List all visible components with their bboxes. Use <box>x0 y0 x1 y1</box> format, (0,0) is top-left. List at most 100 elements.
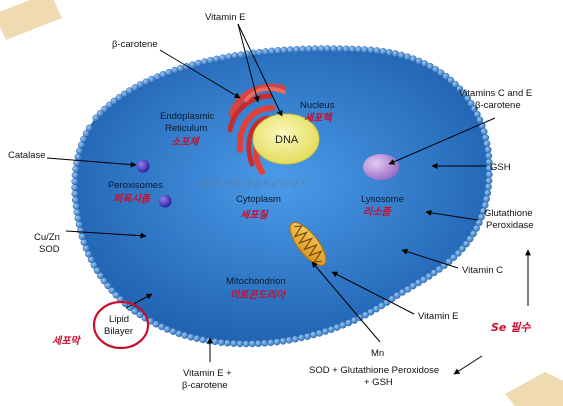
membrane-bead <box>330 45 338 53</box>
membrane-bead <box>397 51 405 59</box>
dna-label: DNA <box>275 134 299 146</box>
membrane-bead <box>90 261 98 269</box>
membrane-bead <box>78 232 86 240</box>
membrane-bead <box>72 202 80 210</box>
peroxisomes-label: Peroxisomes <box>108 180 163 191</box>
membrane-bead <box>348 45 356 53</box>
membrane-bead <box>464 94 472 102</box>
membrane-bead <box>236 340 244 348</box>
membrane-bead <box>317 45 325 53</box>
membrane-bead <box>205 337 213 345</box>
catalase-label: Catalase <box>8 150 46 161</box>
membrane-bead <box>71 171 79 179</box>
nucleus-korean-label: 세포핵 <box>304 112 333 124</box>
membrane-bead <box>432 65 440 73</box>
membrane-bead <box>385 49 393 57</box>
membrane-bead <box>115 94 123 102</box>
mitochondrion-korean-label: 미토콘드리아 <box>230 289 287 301</box>
membrane-bead <box>451 80 459 88</box>
lysosome-korean-label: 리소좀 <box>363 206 392 218</box>
selenium-required-note: Se 필수 <box>491 321 531 334</box>
membrane-bead <box>480 128 488 136</box>
membrane-bead <box>82 244 90 252</box>
membrane-bead <box>171 66 179 74</box>
membrane-bead <box>71 184 79 192</box>
gsh-label: GSH <box>490 162 511 173</box>
membrane-bead <box>72 165 80 173</box>
er-label-line1: Endoplasmic <box>160 111 215 122</box>
membrane-bead <box>472 224 480 232</box>
membrane-bead <box>248 340 256 348</box>
membrane-bead <box>193 334 201 342</box>
membrane-bead <box>104 282 112 290</box>
membrane-bead <box>484 189 492 197</box>
er-korean-label: 소포체 <box>171 136 200 148</box>
membrane-bead <box>426 62 434 70</box>
membrane-bead <box>483 140 491 148</box>
glutathione-label-line1: Glutathione <box>484 208 533 219</box>
membrane-bead <box>177 64 185 72</box>
membrane-bead <box>194 59 202 67</box>
membrane-bead <box>409 282 417 290</box>
membrane-bead <box>342 45 350 53</box>
membrane-bead <box>261 339 269 347</box>
peroxisomes-korean-label: 퍼옥시좀 <box>113 193 152 205</box>
membrane-bead <box>273 338 281 346</box>
membrane-bead <box>255 48 263 56</box>
membrane-bead <box>188 61 196 69</box>
mitochondrion-shape <box>289 222 327 266</box>
peroxisome-upper <box>136 159 150 173</box>
membrane-bead <box>485 152 493 160</box>
membrane-bead <box>206 56 214 64</box>
membrane-bead <box>327 325 335 333</box>
membrane-bead <box>484 183 492 191</box>
membrane-bead <box>136 81 144 89</box>
membrane-bead <box>71 177 79 185</box>
membrane-bead <box>242 340 250 348</box>
membrane-bead <box>77 226 85 234</box>
lipid-bilayer-highlight <box>92 300 150 350</box>
membrane-bead <box>437 69 445 77</box>
membrane-bead <box>165 68 173 76</box>
membrane-bead <box>100 277 108 285</box>
membrane-bead <box>458 245 466 253</box>
membrane-bead <box>291 335 299 343</box>
cuzn-sod-label-line1: Cu/Zn <box>34 232 60 243</box>
membrane-bead <box>324 45 332 53</box>
membrane-bead <box>200 58 208 66</box>
vitamin-c-label: Vitamin C <box>462 265 503 276</box>
mn-label: Mn <box>371 348 384 359</box>
membrane-bead <box>267 339 275 347</box>
membrane-bead <box>286 46 294 54</box>
membrane-bead <box>485 177 493 185</box>
vitamins-ce-label-line1: Vitamins C and E <box>459 88 532 99</box>
membrane-bead <box>199 336 207 344</box>
membrane-bead <box>430 269 438 277</box>
cytoplasm-korean-label: 세포질 <box>240 209 269 221</box>
membrane-bead <box>87 256 95 264</box>
membrane-bead <box>483 195 491 203</box>
vitamins-ce-label-line2: β-carotene <box>475 100 521 111</box>
membrane-bead <box>112 291 120 299</box>
membrane-bead <box>92 114 100 122</box>
membrane-bead <box>82 130 90 138</box>
membrane-bead <box>414 279 422 287</box>
membrane-bead <box>460 89 468 97</box>
membrane-bead <box>297 334 305 342</box>
membrane-bead <box>355 45 363 53</box>
peroxisome-lower <box>158 194 172 208</box>
membrane-korean-label: 세포막 <box>52 335 81 347</box>
membrane-bead <box>93 267 101 275</box>
lipid-bilayer-label-line2: Bilayer <box>104 326 133 337</box>
membrane-bead <box>456 85 464 93</box>
membrane-bead <box>71 190 79 198</box>
membrane-bead <box>262 48 270 56</box>
membrane-bead <box>237 51 245 59</box>
membrane-bead <box>73 208 81 216</box>
membrane-bead <box>181 331 189 339</box>
membrane-bead <box>74 214 82 222</box>
membrane-bead <box>398 288 406 296</box>
vitamin-e-bottom-label-line2: β-carotene <box>182 380 228 391</box>
